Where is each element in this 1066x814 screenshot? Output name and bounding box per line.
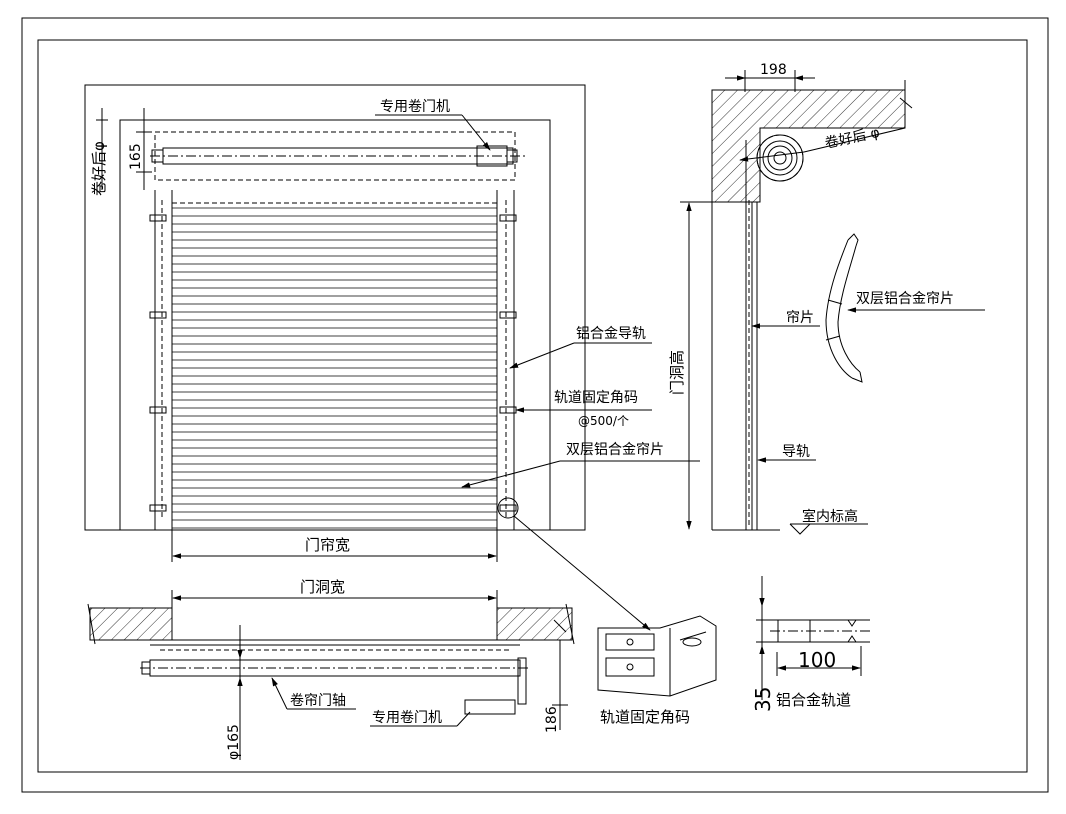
opening-width-label: 门洞宽 <box>300 578 345 596</box>
floor-label: 室内标高 <box>802 508 858 525</box>
rail-detail: 100 35 铝合金轨道 <box>751 576 870 712</box>
guide-rail-label: 铝合金导轨 <box>576 326 646 342</box>
shaft-label: 卷帘门轴 <box>290 693 346 709</box>
bracket-detail-label: 轨道固定角码 <box>600 708 690 726</box>
bracket-mark <box>149 311 167 319</box>
bracket-spacing: @500/个 <box>578 414 629 428</box>
dim-side: 186 <box>544 706 560 733</box>
plan-motor <box>464 699 516 715</box>
side-slat-label: 帘片 <box>786 310 814 326</box>
dim-rail-height: 35 <box>751 687 775 712</box>
slat-label: 双层铝合金帘片 <box>566 442 664 458</box>
front-view: 专用卷门机 卷好后φ 165 铝合金导轨 轨道固定角码 @500/个 双层铝合金… <box>84 84 700 631</box>
inner-frame <box>37 39 1028 773</box>
roll-coil <box>756 134 804 182</box>
bracket-mark <box>149 504 167 512</box>
dim-box-height: 165 <box>128 143 144 170</box>
bracket-mark <box>499 214 517 222</box>
dim-rail-width: 100 <box>798 648 836 672</box>
rail-brackets <box>149 214 517 512</box>
dim-shaft: φ165 <box>226 724 242 760</box>
side-guide-label: 导轨 <box>782 444 810 460</box>
dim-roll-diameter: 卷好后φ <box>90 141 108 196</box>
ceiling-lintel <box>711 89 906 203</box>
bracket-mark <box>499 504 517 512</box>
bracket-mark <box>499 311 517 319</box>
opening-outline <box>119 119 551 531</box>
bracket-detail: 轨道固定角码 <box>597 615 717 726</box>
curtain-slats <box>172 207 497 529</box>
slat-detail: 双层铝合金帘片 <box>825 233 985 383</box>
bracket-mark <box>149 406 167 414</box>
detail-callout-circle <box>497 497 519 519</box>
rail-detail-label: 铝合金轨道 <box>776 691 851 709</box>
roller-motor-label: 专用卷门机 <box>380 99 450 115</box>
dim-top: 198 <box>760 62 787 78</box>
roll-label: 卷好后 φ <box>824 125 882 152</box>
detail-slat-label: 双层铝合金帘片 <box>856 291 954 307</box>
plan-view: 门洞宽 φ165 卷帘门轴 专用卷门机 186 <box>87 578 575 760</box>
bracket-mark <box>149 214 167 222</box>
wall-outline <box>84 84 586 531</box>
opening-height-label: 门洞高 <box>668 350 686 395</box>
curtain-width-label: 门帘宽 <box>305 536 350 554</box>
plan-motor-label: 专用卷门机 <box>372 710 442 726</box>
outer-frame <box>21 17 1049 793</box>
bracket-label: 轨道固定角码 <box>554 390 638 406</box>
